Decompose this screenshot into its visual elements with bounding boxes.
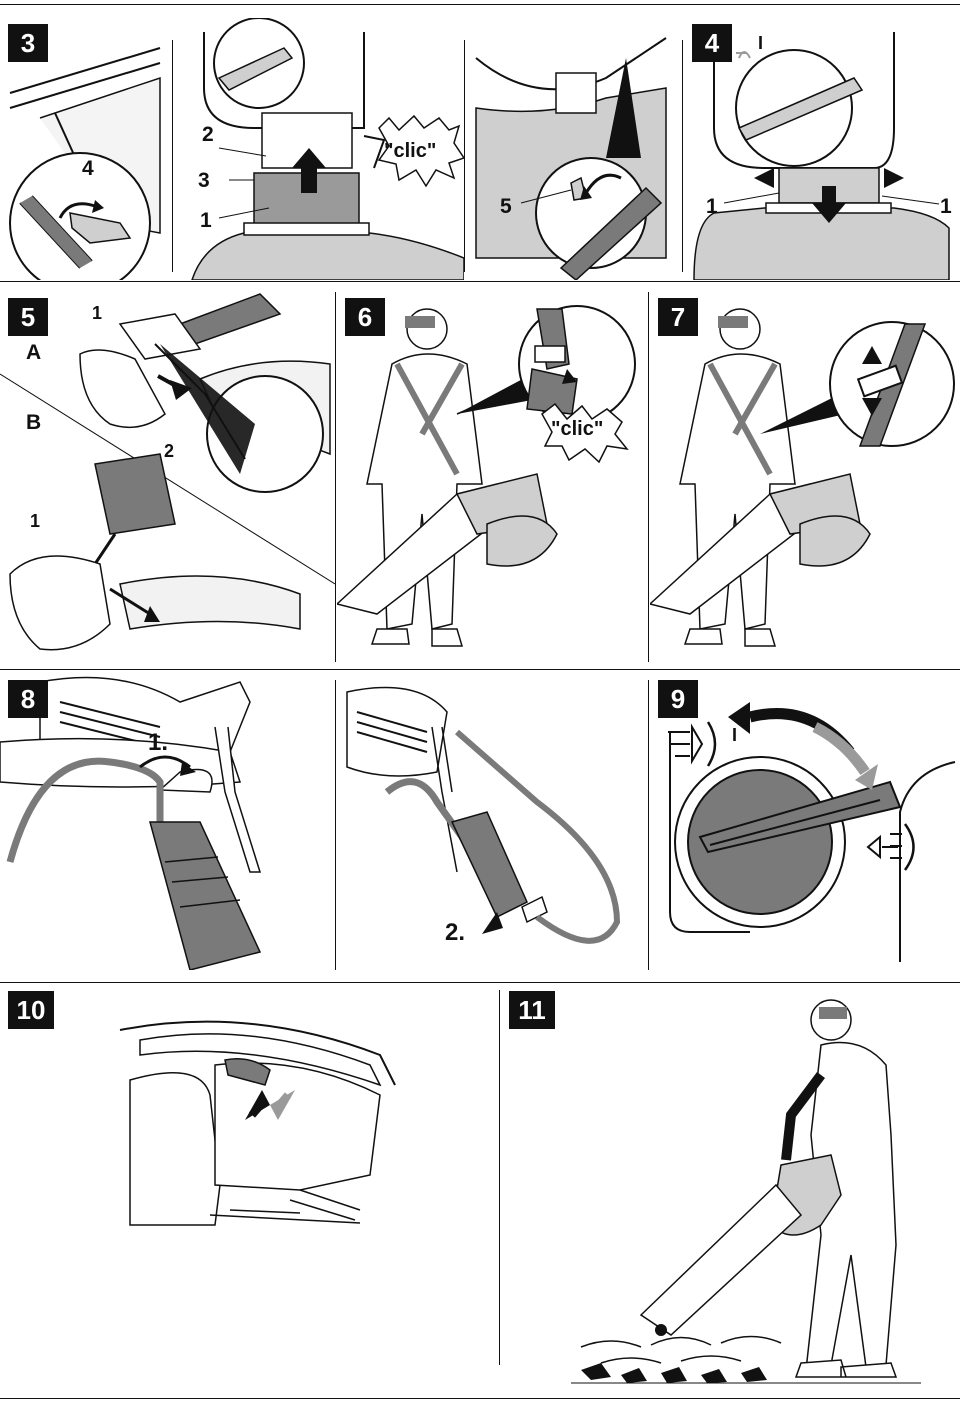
panel-number: 9 (658, 680, 698, 718)
step-label: 2. (445, 919, 466, 946)
panel-number: 8 (8, 680, 48, 718)
panel-number: 7 (658, 298, 698, 336)
figure-10-power-switch: 10 (0, 985, 499, 1395)
bag-clip-illustration (191, 18, 464, 280)
operation-illustration (571, 999, 921, 1384)
row-divider-2 (0, 669, 960, 670)
power-switch-illustration (119, 1020, 396, 1226)
figure-11-operation: 11 (501, 985, 960, 1395)
divider-3c (682, 40, 683, 272)
divider-6 (648, 292, 649, 662)
row-divider-1 (0, 281, 960, 282)
top-rule (0, 4, 960, 5)
callout-label: 1 (940, 195, 952, 218)
callout-label: 1 (92, 303, 103, 323)
divider-5 (335, 292, 336, 662)
strap-attach-illustration (0, 293, 335, 651)
callout-label: 1 (30, 511, 41, 531)
callout-label: 1 (706, 195, 718, 218)
hook-illustration (9, 47, 161, 280)
figure-7-strap-adjust: 7 (650, 284, 960, 668)
mode-switch-illustration (668, 702, 956, 962)
figure-8-cable-relief: 8 1. (0, 672, 335, 970)
callout-label: 5 (500, 195, 512, 218)
callout-label: 4 (82, 157, 94, 180)
callout-label: 1 (200, 209, 212, 232)
bag-release-illustration (693, 32, 950, 280)
divider-3a (172, 40, 173, 272)
setting-mark: I (732, 725, 738, 745)
clic-sound-text: "clic" (551, 418, 604, 440)
operator-adjust-illustration (650, 308, 955, 647)
divider-3b (464, 40, 465, 272)
section-label-b: B (26, 411, 42, 434)
panel-number: 11 (509, 991, 555, 1029)
figure-3-hook: 3 4 (0, 18, 172, 280)
figure-8-plug-connect: 2. (337, 672, 648, 970)
clic-sound-text: "clic" (384, 140, 437, 162)
callout-label: 2 (164, 441, 175, 461)
panel-number: 6 (345, 298, 385, 336)
figure-3-strap-hook: 5 (466, 18, 682, 280)
panel-number: 4 (692, 24, 732, 62)
row-divider-3 (0, 982, 960, 983)
divider-8 (335, 680, 336, 970)
figure-6-strap-click: 6 "clic" (337, 284, 648, 668)
cable-relief-illustration (0, 676, 262, 970)
step-label: 1. (148, 729, 169, 756)
section-label-a: A (26, 341, 42, 364)
callout-label: 2 (202, 123, 214, 146)
panel-number: 3 (8, 24, 48, 62)
divider-10 (499, 990, 500, 1365)
plug-connect-illustration (346, 686, 621, 944)
figure-3-bag-clip: 2 3 1 "clic" (174, 18, 464, 280)
figure-9-mode-switch: 9 I (650, 672, 960, 970)
divider-9 (648, 680, 649, 970)
panel-number: 5 (8, 298, 48, 336)
figure-4-bag-release: 4 I 1 1 (684, 18, 960, 280)
figure-5-strap-attach: 5 1 A B 2 1 (0, 284, 335, 668)
bottom-rule (0, 1398, 960, 1399)
operator-illustration (337, 305, 636, 647)
panel-number: 10 (8, 991, 54, 1029)
strap-hook-illustration (475, 37, 667, 280)
callout-label: 3 (198, 169, 210, 192)
setting-mark: I (758, 33, 764, 53)
